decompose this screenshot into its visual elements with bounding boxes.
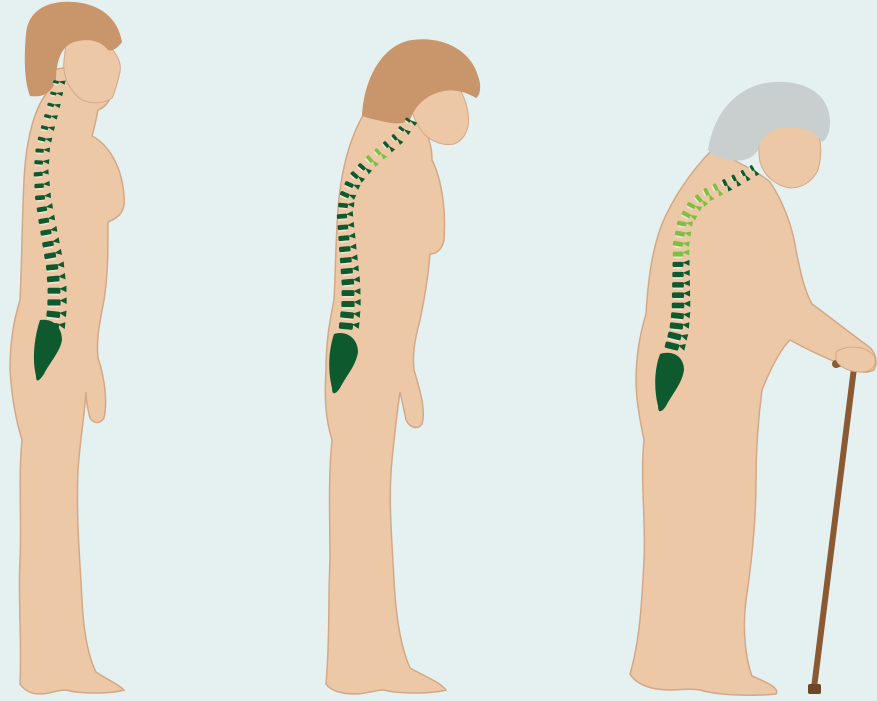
vertebra-body [673, 252, 684, 257]
canes-layer [808, 347, 875, 694]
vertebra-body [341, 301, 354, 307]
vertebra-body [48, 288, 61, 294]
vertebra-body [46, 264, 59, 271]
vertebra-body [341, 268, 354, 275]
vertebra-body [672, 282, 684, 288]
vertebra-body [341, 279, 354, 286]
intervertebral-disc [673, 298, 683, 300]
cane-shaft [814, 368, 854, 688]
vertebra-body [673, 262, 684, 267]
vertebra-body [338, 203, 348, 209]
intervertebral-disc [673, 277, 682, 279]
vertebra-body [47, 299, 60, 305]
vertebra-body [337, 224, 348, 230]
vertebra-body [340, 257, 352, 264]
vertebra-body [340, 311, 354, 319]
intervertebral-disc [49, 294, 60, 296]
vertebra-body [339, 246, 351, 252]
cane [808, 347, 875, 694]
cane-tip [808, 684, 821, 694]
vertebra-body [47, 276, 60, 283]
vertebra-body [35, 195, 45, 200]
vertebra-body [338, 235, 349, 241]
intervertebral-disc [674, 267, 683, 269]
vertebra-body [342, 290, 355, 296]
body-silhouette [10, 68, 124, 694]
vertebra-body [672, 272, 683, 277]
vertebra-body [337, 213, 348, 219]
vertebra-body [671, 312, 684, 319]
vertebra-body [35, 148, 44, 153]
intervertebral-disc [674, 257, 683, 259]
vertebra-body [670, 322, 684, 329]
figure-stage-1 [10, 2, 124, 694]
vertebra-body [34, 160, 43, 165]
intervertebral-disc [343, 296, 354, 298]
vertebra-body [672, 303, 684, 309]
vertebra-body [34, 172, 43, 177]
intervertebral-disc [48, 306, 59, 308]
vertebra-body [34, 183, 44, 188]
intervertebral-disc [673, 288, 683, 290]
vertebra-body [339, 322, 354, 330]
intervertebral-disc [342, 307, 353, 309]
figures-layer [10, 2, 876, 695]
body-silhouette [630, 150, 876, 695]
vertebra-body [672, 292, 684, 298]
intervertebral-disc [673, 308, 683, 310]
